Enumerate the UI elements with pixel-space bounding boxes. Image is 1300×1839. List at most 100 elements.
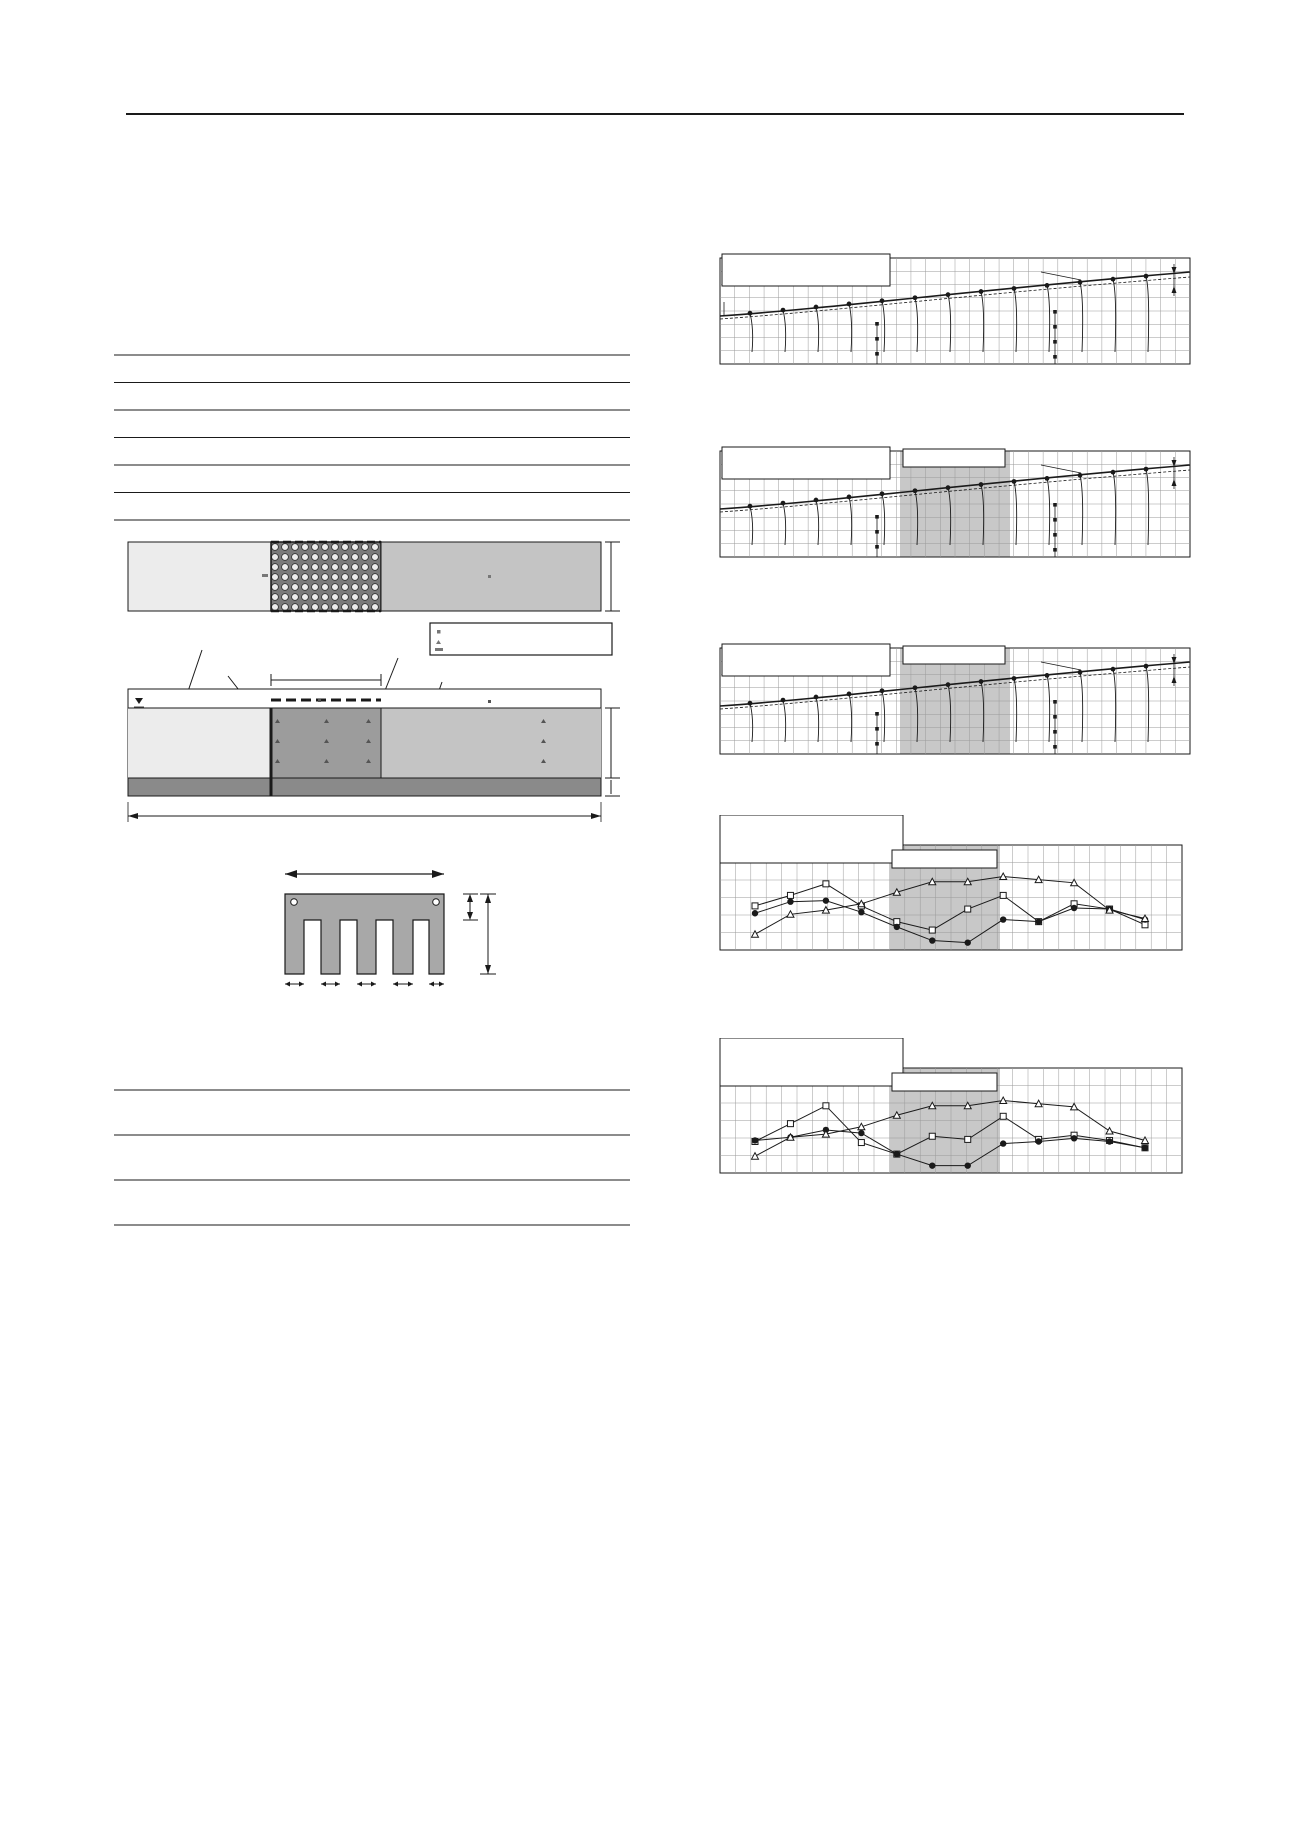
data-point (1011, 286, 1017, 291)
marker-square (1053, 548, 1057, 552)
header-rule (126, 113, 1184, 115)
profile-curve (815, 696, 820, 743)
panel-2 (719, 446, 1191, 558)
data-point (1077, 669, 1083, 675)
data-point (1077, 279, 1083, 285)
profile-curve (881, 300, 886, 353)
profile-curve (947, 294, 952, 353)
square-marker (999, 891, 1007, 899)
profile-curve (1145, 469, 1150, 546)
triangle-marker (857, 899, 866, 908)
square-marker (999, 1112, 1007, 1120)
water-level-icon (135, 698, 143, 704)
circle-marker (858, 909, 865, 916)
comb-drain-element (284, 870, 496, 987)
leader-line (1040, 464, 1082, 474)
dimension-arrows (1171, 460, 1177, 486)
profile-curve (947, 684, 952, 743)
marker-square (1053, 730, 1057, 734)
triangle-marker (1069, 1102, 1079, 1111)
triangle-marker (892, 887, 902, 896)
settlement-line (719, 661, 1191, 707)
marker-square (875, 727, 879, 731)
data-point (945, 682, 951, 688)
profile-curve (848, 496, 853, 546)
triangle-marker (786, 909, 795, 918)
square-marker (751, 902, 759, 910)
data-point (912, 685, 918, 691)
dimension-arrows (1171, 267, 1177, 293)
profile-curve (881, 493, 886, 546)
marker-square (875, 337, 879, 341)
marker-square (1053, 340, 1057, 344)
profile-curve (1112, 279, 1117, 353)
square-marker (964, 1135, 972, 1143)
data-point (978, 289, 984, 294)
circle-marker (929, 1162, 936, 1169)
data-point (1077, 472, 1083, 478)
data-point (1110, 469, 1116, 475)
series-line (754, 875, 1146, 935)
legend-bar-marker (435, 648, 443, 651)
square-marker (928, 926, 936, 934)
circle-marker (858, 1129, 865, 1137)
square-marker (786, 1120, 794, 1128)
leader-line (1040, 661, 1082, 671)
data-point (1143, 273, 1149, 279)
triangle-marker (1140, 913, 1150, 922)
panel-3 (719, 643, 1191, 755)
profile-curve (782, 699, 787, 743)
circle-marker (1070, 904, 1078, 912)
data-point (813, 304, 819, 310)
panel-label-box (719, 815, 904, 864)
square-marker (857, 1139, 865, 1147)
circle-marker (822, 897, 830, 904)
circle-marker (964, 1162, 971, 1169)
marker-square (1053, 355, 1057, 359)
profile-curve (1013, 481, 1018, 546)
legend-square-marker (437, 630, 441, 634)
data-point (1110, 276, 1116, 282)
data-point (978, 482, 984, 487)
profile-curve (782, 309, 787, 353)
marker-square (875, 742, 879, 746)
profile-curve (782, 502, 787, 546)
profile-curve (1013, 678, 1018, 743)
circle-marker (1035, 1138, 1042, 1145)
profile-curve (980, 484, 985, 546)
triangle-marker (1140, 1135, 1150, 1144)
circle-marker (893, 1150, 901, 1158)
profile-curve (980, 681, 985, 743)
profile-curve (1079, 475, 1084, 546)
circle-marker (787, 898, 794, 905)
triangle-marker (1105, 905, 1114, 914)
triangle-marker (1034, 1099, 1043, 1108)
marker-square (875, 530, 879, 534)
series-line (754, 1105, 1146, 1155)
profile-curve (1145, 276, 1150, 353)
marker-square (875, 322, 879, 326)
data-point (780, 307, 786, 313)
square-marker (964, 905, 972, 913)
profile-curve (1046, 675, 1051, 743)
data-point (813, 497, 819, 503)
legend-triangle-marker (436, 640, 441, 644)
dimension-arrows (1171, 657, 1177, 683)
data-point (912, 295, 918, 301)
zone-label-box (902, 448, 1006, 468)
marker-square (875, 352, 879, 356)
marker-square (875, 515, 879, 519)
settlement-line (719, 464, 1191, 510)
triangle-marker (821, 905, 831, 914)
series-line (754, 900, 1146, 944)
profile-curve (914, 297, 919, 353)
plan-left-region (127, 541, 272, 612)
marker-square (1053, 325, 1057, 329)
triangle-marker (1069, 878, 1079, 887)
profile-curve (848, 303, 853, 353)
circle-marker (999, 916, 1007, 923)
triangle-marker (857, 1122, 866, 1131)
profile-curve (914, 490, 919, 546)
triangle-marker (963, 877, 973, 886)
plan-improved-zone (270, 541, 382, 612)
